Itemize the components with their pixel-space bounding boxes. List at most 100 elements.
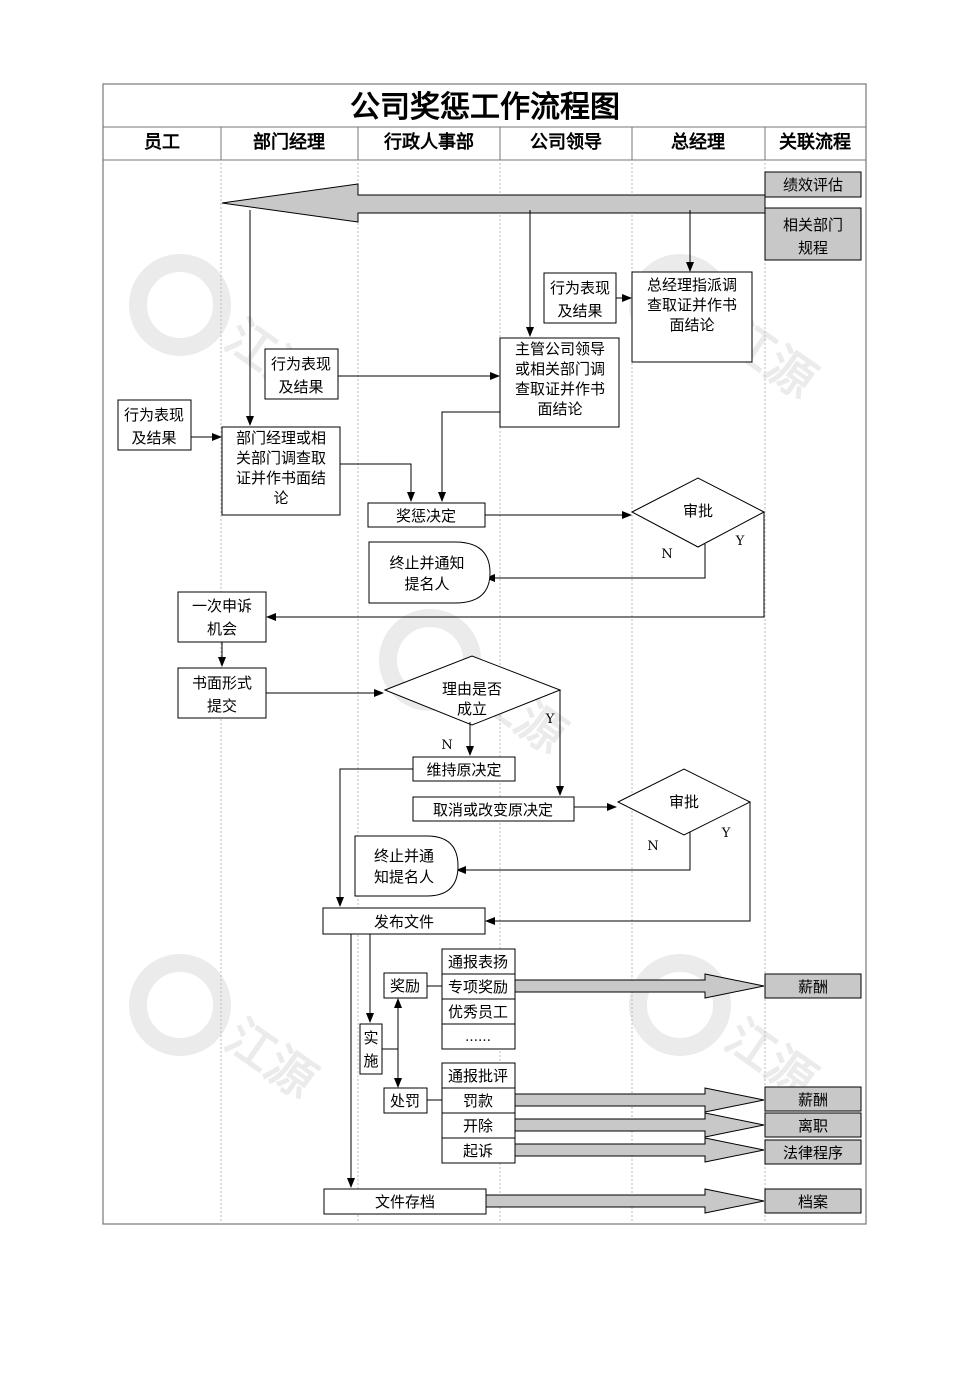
maintain-label: 维持原决定: [426, 761, 501, 779]
mgr-investigate-box: [221, 426, 341, 516]
lane-header-gm: 总经理: [671, 131, 725, 153]
appeal-box: [177, 591, 267, 643]
arrow-leader-to-decision: [438, 411, 500, 502]
related-legal-box: [764, 1139, 862, 1165]
terminate-2-shape: [354, 835, 459, 897]
mgr-investigate-line3: 证并作书面结: [236, 469, 326, 487]
header-lane-dividers: [220, 127, 766, 160]
arrow-reward-to-salary: [514, 973, 765, 999]
diagram-title: 公司奖惩工作流程图: [350, 90, 620, 125]
related-salary-1-label: 薪酬: [798, 978, 828, 996]
decision-box: [367, 502, 486, 528]
terminate-1-shape: [368, 541, 491, 604]
related-legal-label: 法律程序: [783, 1144, 843, 1162]
maintain-box: [412, 756, 516, 782]
approve-2-no: N: [647, 839, 658, 854]
arrow-approve2-no: [456, 832, 691, 874]
written-line2: 提交: [207, 697, 237, 715]
related-dept-rules-line2: 规程: [798, 239, 828, 257]
mgr-investigate-line1: 部门经理或相: [236, 429, 326, 447]
implement-line1: 实: [363, 1029, 378, 1047]
related-resign-box: [764, 1112, 862, 1138]
gm-investigate-line2: 查取证并作书: [647, 296, 737, 314]
related-resign-label: 离职: [798, 1117, 828, 1135]
punish-item: 通报批评: [448, 1067, 508, 1085]
reason-no: N: [441, 738, 452, 753]
terminate-2-line2: 知提名人: [374, 868, 434, 886]
publish-box: [322, 907, 486, 935]
approve-1-label: 审批: [683, 502, 713, 520]
written-line1: 书面形式: [192, 674, 252, 692]
punish-item: 罚款: [463, 1092, 493, 1110]
reward-item: 优秀员工: [448, 1003, 508, 1021]
behavior-employee-line2: 及结果: [131, 429, 176, 447]
leader-investigate-line1: 主管公司领导: [515, 340, 605, 358]
watermark-text: 江源: [215, 1009, 326, 1110]
written-box: [177, 667, 267, 719]
reward-label: 奖励: [390, 977, 420, 995]
watermark-logo: 江源: [129, 954, 326, 1110]
arrow-approve1-yes: [266, 512, 765, 621]
diagram-frame: [102, 83, 867, 1225]
terminate-1-line2: 提名人: [404, 575, 449, 593]
arrow-sue-to-legal: [514, 1137, 765, 1163]
reward-box: [383, 972, 428, 999]
leader-investigate-line4: 面结论: [537, 400, 582, 418]
reason-yes: Y: [545, 712, 555, 727]
related-salary-2-box: [764, 1086, 862, 1112]
cancel-label: 取消或改变原决定: [433, 801, 553, 819]
approve-1-yes: Y: [735, 534, 745, 549]
arrow-archive-to-files: [485, 1188, 765, 1214]
arrow-dismiss-to-resign: [514, 1112, 765, 1138]
punish-list: 通报批评 罚款 开除 起诉: [441, 1062, 516, 1164]
punish-label: 处罚: [390, 1092, 420, 1110]
reward-list: 通报表扬 专项奖励 优秀员工 ……: [441, 948, 516, 1050]
appeal-line1: 一次申诉: [192, 597, 252, 615]
behavior-box-employee: [117, 399, 192, 451]
archive-doc-label: 文件存档: [375, 1193, 435, 1211]
terminate-1-line1: 终止并通知: [389, 554, 464, 572]
lane-header-related: 关联流程: [779, 131, 851, 153]
behavior-employee-line1: 行为表现: [124, 406, 184, 424]
approve-1-no: N: [661, 547, 672, 562]
punish-item: 开除: [463, 1117, 493, 1135]
gm-investigate-line3: 面结论: [669, 316, 714, 334]
arrow-maintain-to-publish: [336, 768, 413, 907]
related-performance-box: [764, 171, 862, 198]
related-salary-2-label: 薪酬: [798, 1091, 828, 1109]
related-performance-label: 绩效评估: [783, 176, 843, 194]
arrow-mgr-to-decision: [340, 463, 415, 502]
lane-header-employee: 员工: [144, 132, 180, 153]
behavior-leader-line1: 行为表现: [550, 279, 610, 297]
reward-item: 通报表扬: [448, 953, 508, 971]
decision-label: 奖惩决定: [396, 507, 456, 525]
mgr-investigate-line2: 关部门调查取: [236, 449, 326, 467]
behavior-hr-line1: 行为表现: [271, 355, 331, 373]
punish-box: [383, 1087, 428, 1114]
reward-item: ……: [465, 1030, 491, 1045]
related-archive-box: [764, 1188, 862, 1214]
incoming-flow-arrow: [221, 183, 766, 223]
punish-item: 起诉: [463, 1142, 493, 1160]
arrow-approve1-no: [485, 544, 706, 582]
mgr-investigate-line4: 论: [273, 489, 288, 507]
leader-investigate-box: [499, 337, 620, 428]
related-archive-label: 档案: [798, 1193, 828, 1211]
related-dept-rules-box: [764, 207, 862, 261]
appeal-line2: 机会: [207, 620, 237, 638]
terminate-2-line1: 终止并通: [374, 847, 434, 865]
leader-investigate-line3: 查取证并作书: [515, 380, 605, 398]
implement-line2: 施: [363, 1052, 378, 1070]
cancel-box: [412, 796, 575, 822]
arrow-fine-to-salary: [514, 1087, 765, 1113]
behavior-box-hr: [264, 348, 339, 400]
lane-header-hr: 行政人事部: [383, 131, 474, 153]
reason-line2: 成立: [457, 700, 487, 718]
behavior-hr-line2: 及结果: [278, 378, 323, 396]
approve-2-label: 审批: [669, 793, 699, 811]
gm-investigate-box: [631, 271, 753, 363]
reward-item: 专项奖励: [448, 978, 508, 996]
approve-2-yes: Y: [721, 826, 731, 841]
